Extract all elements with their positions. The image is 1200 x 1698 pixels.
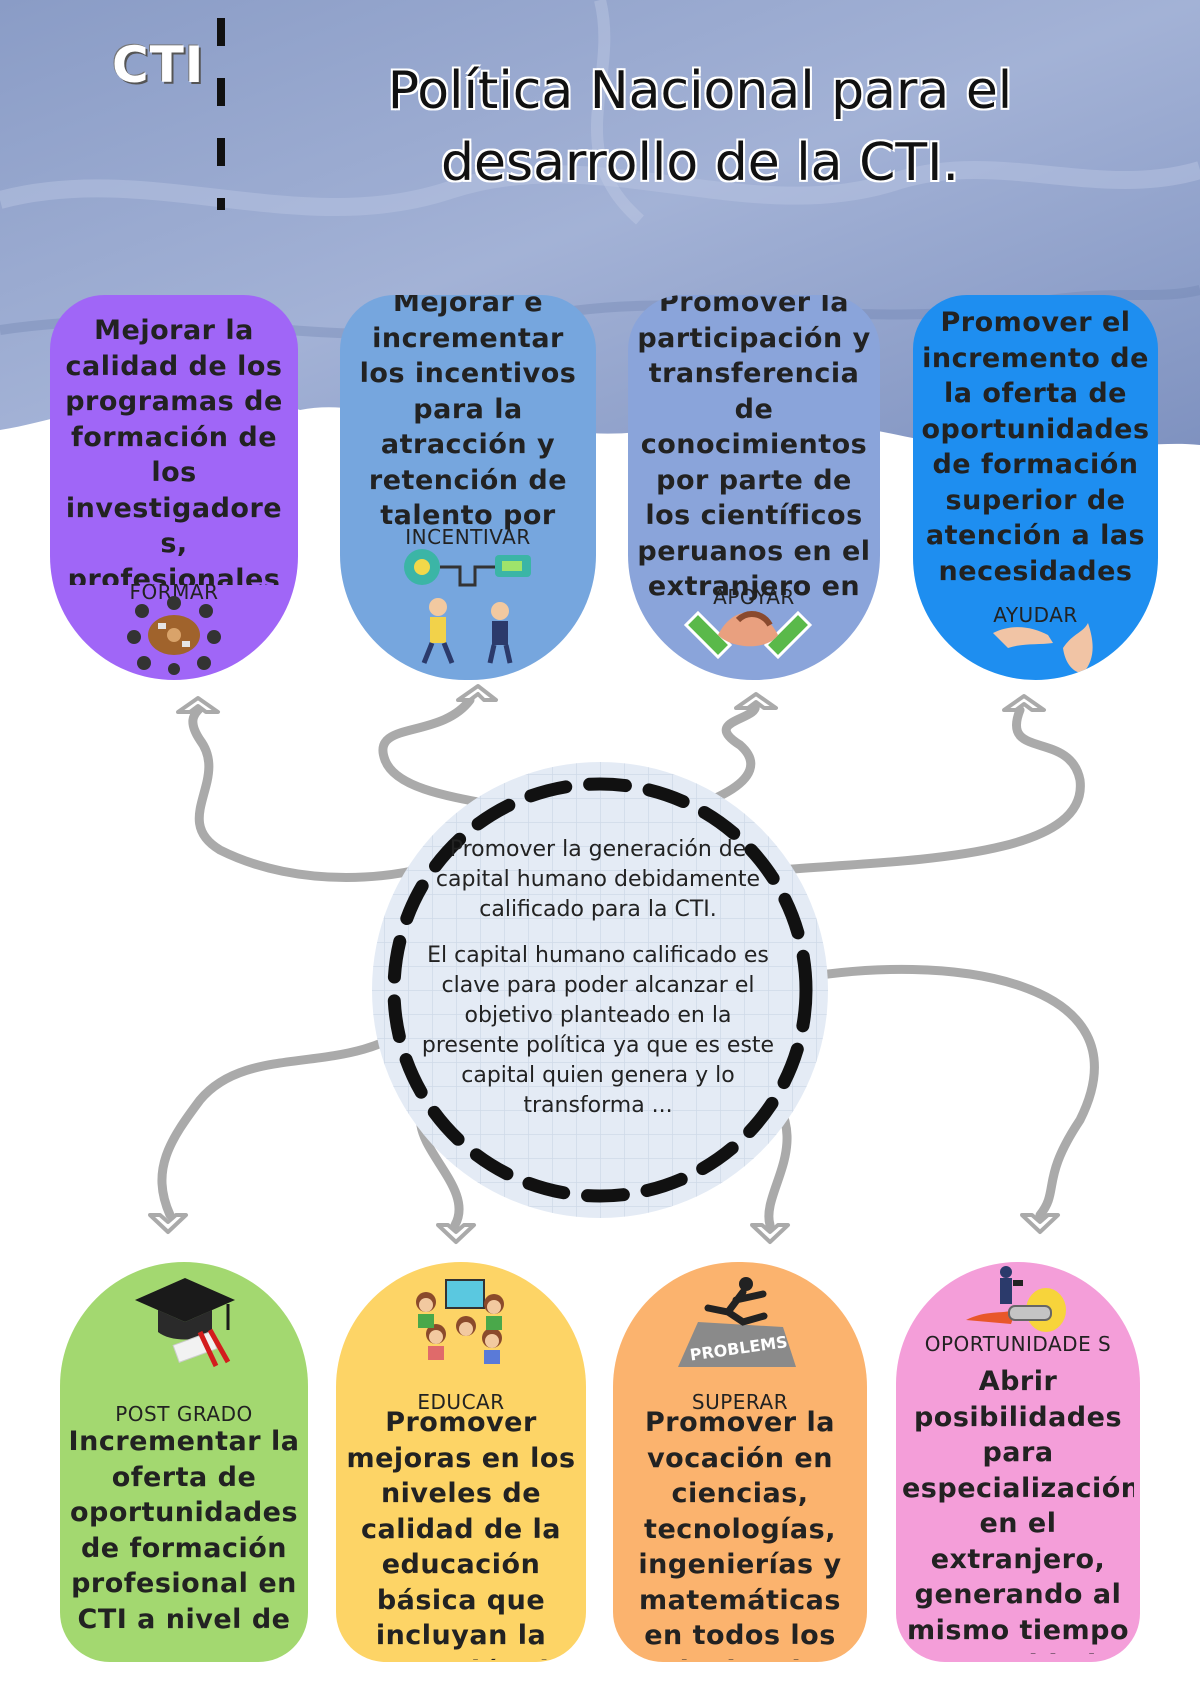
card-label: OPORTUNIDADE S xyxy=(924,1332,1112,1356)
card-label: INCENTIVAR xyxy=(405,525,531,549)
card-text: Mejorar la calidad de los programas de f… xyxy=(65,315,283,585)
card-text: Incrementar la oferta de oportunidades d… xyxy=(68,1426,300,1635)
bottom-card-superar: PROBLEMS SUPERAR Promover la vocación en… xyxy=(613,1262,867,1662)
card-label: SUPERAR xyxy=(691,1390,789,1414)
card-label: APOYAR xyxy=(713,585,795,609)
page-title: Política Nacional para el desarrollo de … xyxy=(320,55,1080,199)
card-text: Abrir posibilidades para especialización… xyxy=(902,1366,1134,1654)
arrow-to-card-4 xyxy=(775,705,1085,875)
helping-hands-icon xyxy=(993,623,1093,673)
card-text: Promover la participación y transferenci… xyxy=(637,295,871,602)
arrowhead-1 xyxy=(176,696,220,714)
card-label: EDUCAR xyxy=(417,1390,505,1414)
children-reading-icon xyxy=(416,1279,504,1364)
arrowhead-6 xyxy=(436,1223,476,1244)
card-text: Promover mejoras en los niveles de calid… xyxy=(346,1407,576,1660)
header-divider xyxy=(217,18,225,210)
center-circle xyxy=(372,762,828,1218)
center-text: Promover la generación de capital humano… xyxy=(420,835,776,1165)
jump-problem-icon: PROBLEMS xyxy=(678,1277,796,1367)
arrowhead-5 xyxy=(148,1213,188,1234)
arrow-to-card-5 xyxy=(157,1015,425,1220)
arrowhead-7 xyxy=(750,1223,790,1244)
bottom-card-oportunidades: OPORTUNIDADE S Abrir posibilidades para … xyxy=(896,1262,1140,1662)
cti-logo: CTI xyxy=(112,36,205,94)
arrow-to-card-8 xyxy=(785,964,1099,1220)
arrowhead-4 xyxy=(1002,694,1046,712)
top-card-incentivar: Mejorar e incrementar los incentivos par… xyxy=(340,295,596,680)
card-text: Mejorar e incrementar los incentivos par… xyxy=(359,295,577,531)
top-card-formar: Mejorar la calidad de los programas de f… xyxy=(50,295,298,680)
idea-people-icon xyxy=(404,549,531,664)
bottom-card-educar: EDUCAR Promover mejoras en los niveles d… xyxy=(336,1262,586,1662)
card-label: AYUDAR xyxy=(993,603,1078,627)
arrowhead-8 xyxy=(1020,1213,1060,1234)
center-body: El capital humano calificado es clave pa… xyxy=(421,943,775,1118)
card-text: Promover el incremento de la oferta de o… xyxy=(921,307,1150,587)
arrowhead-3 xyxy=(734,692,778,710)
round-table-meeting-icon xyxy=(127,596,221,675)
graduation-cap-icon xyxy=(135,1278,235,1368)
arrow-to-card-1 xyxy=(188,700,455,882)
bottom-card-posgrado: POST GRADO Incrementar la oferta de opor… xyxy=(60,1262,308,1662)
handshake-icon xyxy=(683,610,813,660)
card-text: Promover la vocación en ciencias, tecnol… xyxy=(638,1407,842,1660)
top-card-apoyar: Promover la participación y transferenci… xyxy=(628,295,880,680)
rocket-idea-icon xyxy=(966,1266,1066,1332)
card-label: POST GRADO xyxy=(115,1402,253,1426)
center-heading: Promover la generación de capital humano… xyxy=(435,837,761,922)
top-card-ayudar: Promover el incremento de la oferta de o… xyxy=(913,295,1158,680)
arrowhead-2 xyxy=(456,684,498,702)
title-line-1: Política Nacional para el xyxy=(387,61,1013,121)
title-line-2: desarrollo de la CTI. xyxy=(440,133,960,193)
